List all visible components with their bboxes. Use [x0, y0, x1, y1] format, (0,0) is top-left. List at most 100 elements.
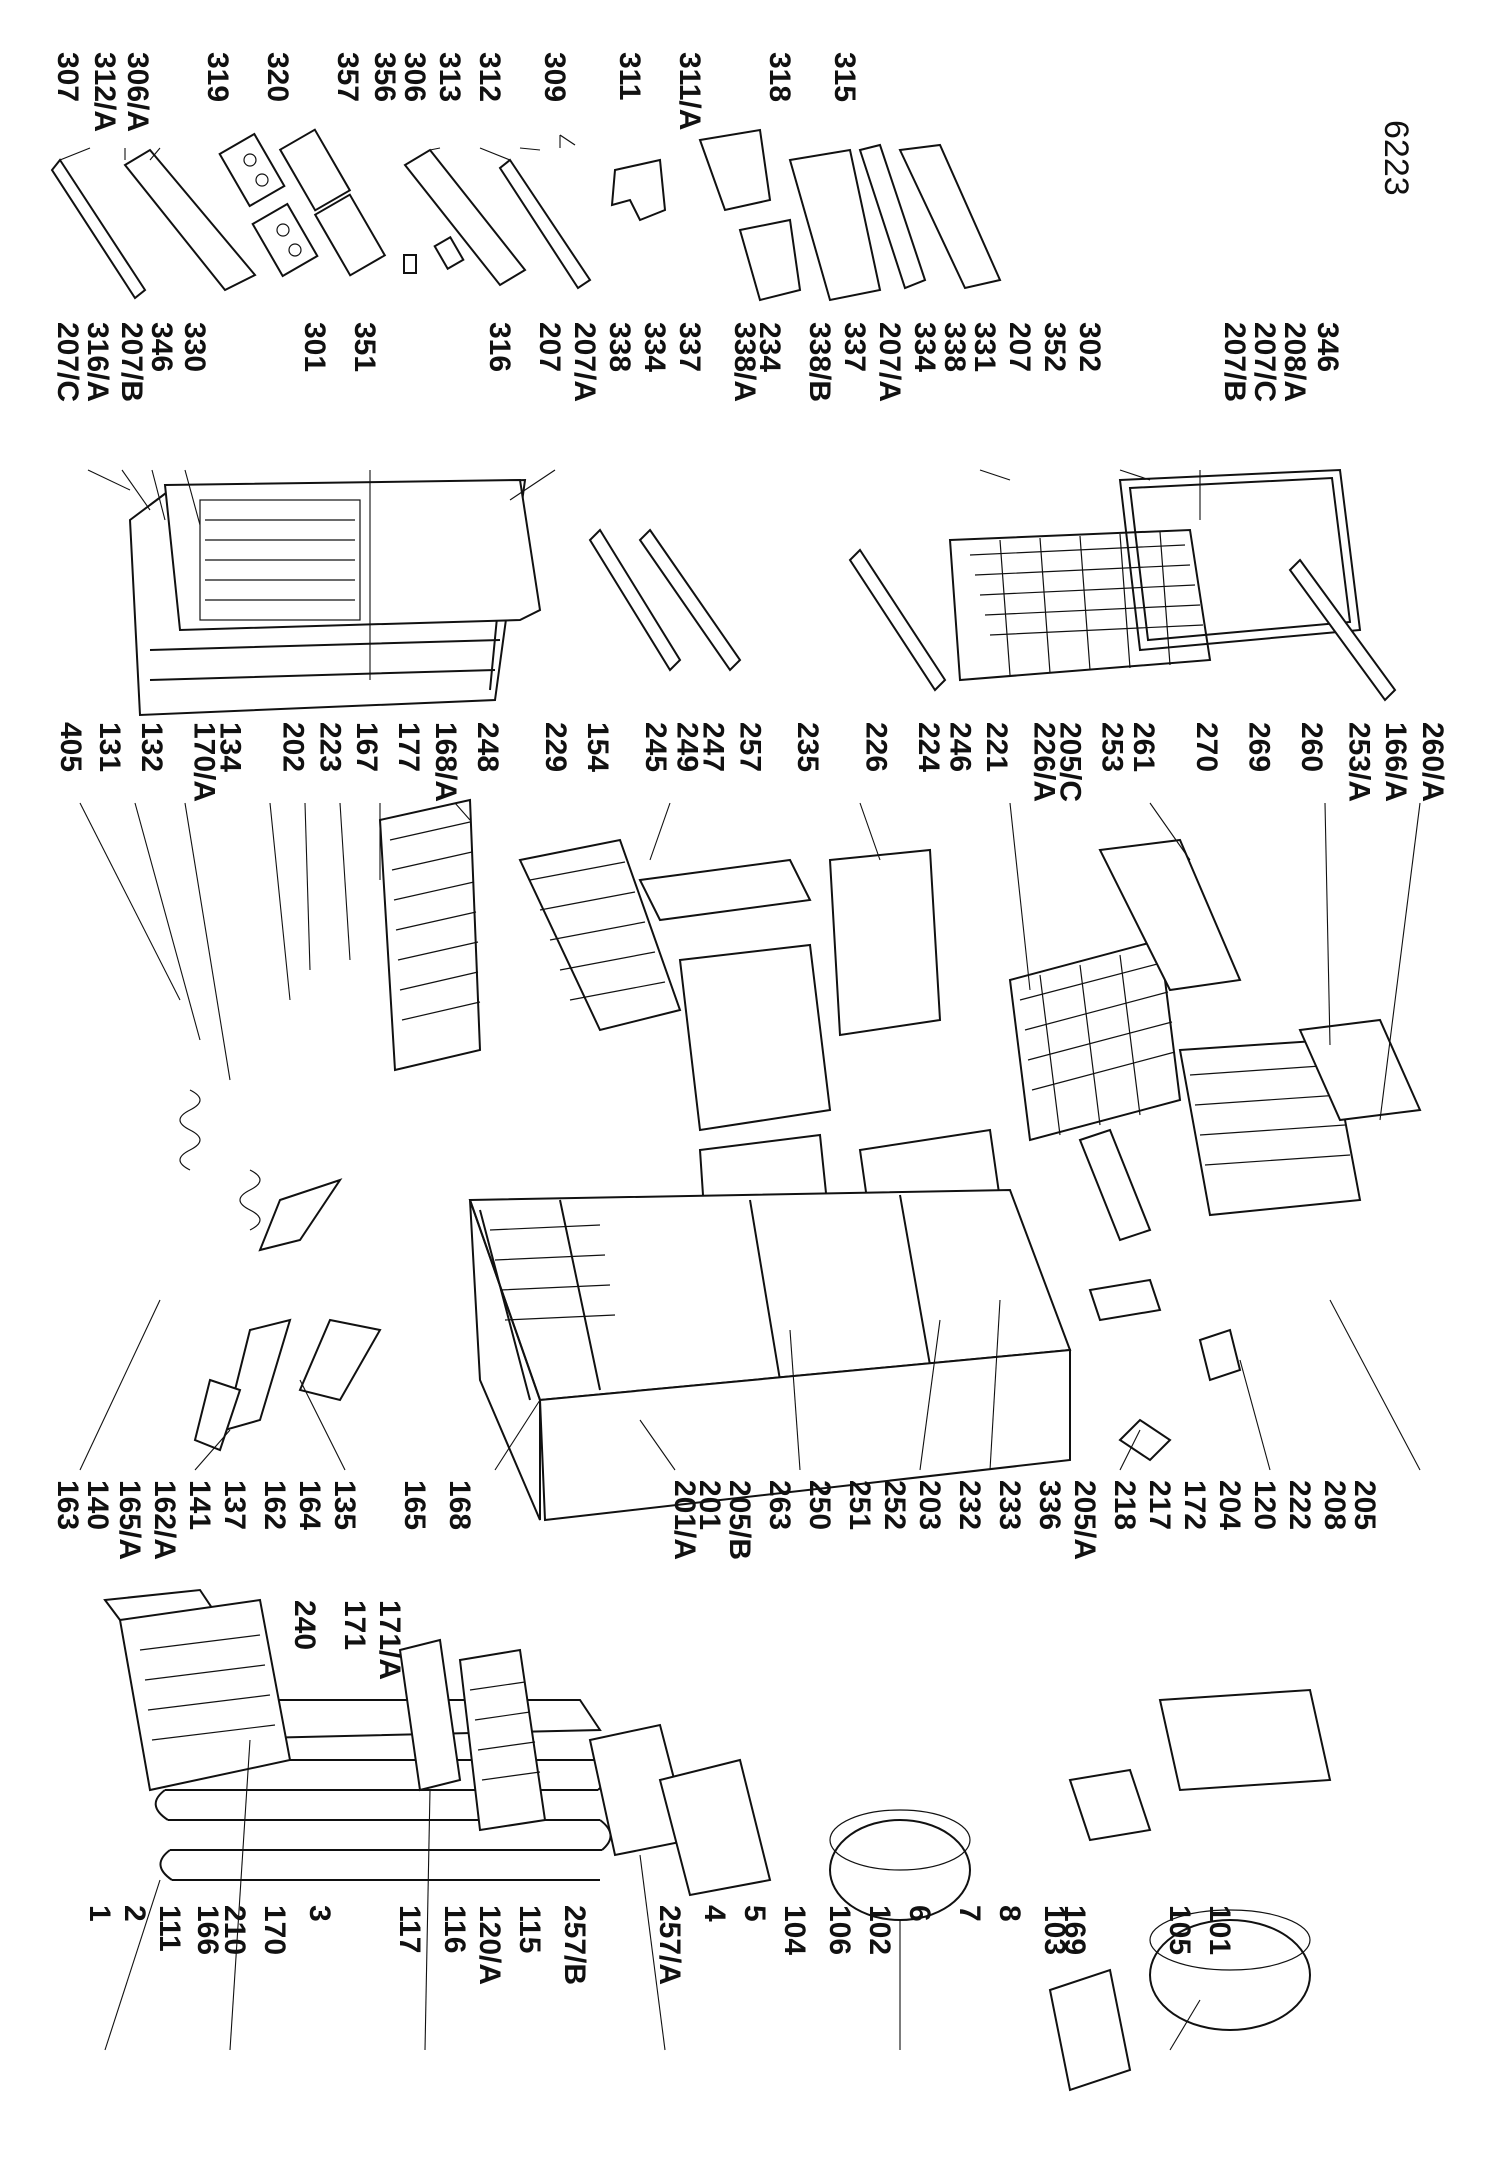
part-label: 311 [613, 52, 646, 100]
part-label: 240 [288, 1600, 321, 1650]
part-label: 222 [1283, 1480, 1316, 1530]
part-label: 309 [538, 52, 571, 102]
leader-lines [59, 135, 1421, 2051]
part-label: 4 [698, 1905, 731, 1922]
cooling-illustration [103, 1588, 1332, 2092]
part-label: 301 [298, 322, 331, 372]
part-label: 260 [1295, 722, 1328, 772]
part-label: 162/A [148, 1480, 181, 1560]
part-label: 131 [93, 722, 126, 772]
part-label: 253 [1096, 722, 1129, 772]
part-label: 337 [838, 322, 871, 372]
part-label: 106 [823, 1905, 856, 1955]
part-label: 169 [1058, 1905, 1091, 1955]
part-label: 338 [938, 322, 971, 372]
drawing-number: 6223 [1377, 120, 1415, 196]
part-label: 205 [1348, 1480, 1381, 1530]
part-label: 247 [697, 722, 730, 772]
part-label: 137 [218, 1480, 251, 1530]
part-label: 346 [1311, 322, 1344, 372]
part-label: 257 [733, 722, 766, 772]
part-label: 257/A [653, 1905, 686, 1985]
part-label: 226/A [1027, 722, 1060, 802]
part-label: 338/B [803, 322, 836, 402]
part-label: 6 [903, 1905, 936, 1922]
doors-illustration [128, 468, 1397, 717]
part-label: 208 [1318, 1480, 1351, 1530]
part-label: 154 [581, 722, 614, 772]
part-label: 172 [1178, 1480, 1211, 1530]
part-label: 302 [1073, 322, 1106, 372]
part-label: 5 [738, 1905, 771, 1922]
part-label: 269 [1243, 722, 1276, 772]
part-label: 331 [968, 322, 1001, 372]
part-label: 234 [753, 322, 786, 372]
part-label: 235 [791, 722, 824, 772]
part-label: 207 [1003, 322, 1036, 372]
part-label: 248 [471, 722, 504, 772]
part-label: 201 [693, 1480, 726, 1530]
part-label: 134 [214, 722, 247, 772]
part-label: 260/A [1416, 722, 1449, 802]
part-label: 170 [258, 1905, 291, 1955]
part-label: 312 [473, 52, 506, 102]
part-label: 307 [51, 52, 84, 102]
part-label: 316 [483, 322, 516, 372]
part-label: 164 [293, 1480, 326, 1530]
part-label: 217 [1143, 1480, 1176, 1530]
part-label: 270 [1190, 722, 1223, 772]
part-label: 207/B [115, 322, 148, 402]
part-label: 166 [191, 1905, 224, 1955]
part-label: 257/B [558, 1905, 591, 1985]
part-label: 171/A [373, 1600, 406, 1680]
part-label: 311/A [673, 52, 706, 130]
part-label: 229 [539, 722, 572, 772]
part-label: 3 [303, 1905, 336, 1922]
part-label: 346 [145, 322, 178, 372]
part-label: 170/A [187, 722, 220, 802]
part-label: 111 [153, 1905, 186, 1952]
part-label: 250 [803, 1480, 836, 1530]
part-label: 338 [603, 322, 636, 372]
part-label: 338/A [728, 322, 761, 402]
part-label: 252 [878, 1480, 911, 1530]
part-label: 171 [338, 1600, 371, 1650]
part-label: 162 [258, 1480, 291, 1530]
door-accessories-illustration [50, 128, 1002, 302]
part-label: 318 [763, 52, 796, 102]
part-label: 120 [1248, 1480, 1281, 1530]
part-label: 204 [1213, 1480, 1246, 1530]
part-label: 1 [83, 1905, 116, 1922]
part-label: 207/C [1248, 322, 1281, 402]
part-label: 202 [277, 722, 310, 772]
part-label: 166/A [1379, 722, 1412, 802]
part-label: 203 [913, 1480, 946, 1530]
part-label: 246 [943, 722, 976, 772]
part-label: 104 [778, 1905, 811, 1955]
part-label: 351 [348, 322, 381, 372]
part-label: 232 [953, 1480, 986, 1530]
part-label: 205/C [1054, 722, 1087, 802]
part-label: 135 [328, 1480, 361, 1530]
part-label: 352 [1038, 322, 1071, 372]
part-label: 165 [398, 1480, 431, 1530]
part-label: 315 [828, 52, 861, 102]
part-label: 7 [953, 1905, 986, 1922]
part-label: 115 [513, 1905, 546, 1953]
part-label: 312/A [88, 52, 121, 132]
part-label: 357 [331, 52, 364, 102]
part-label: 221 [980, 722, 1013, 772]
part-label: 334 [638, 322, 671, 372]
part-label: 2 [118, 1905, 151, 1922]
part-label: 207/C [51, 322, 84, 402]
part-label: 251 [843, 1480, 876, 1530]
part-label: 249 [670, 722, 703, 772]
part-label: 132 [135, 722, 168, 772]
part-label: 101 [1203, 1905, 1236, 1955]
part-label: 356 [368, 52, 401, 102]
part-label: 261 [1127, 722, 1160, 772]
part-label: 320 [261, 52, 294, 102]
part-label: 117 [393, 1905, 426, 1953]
